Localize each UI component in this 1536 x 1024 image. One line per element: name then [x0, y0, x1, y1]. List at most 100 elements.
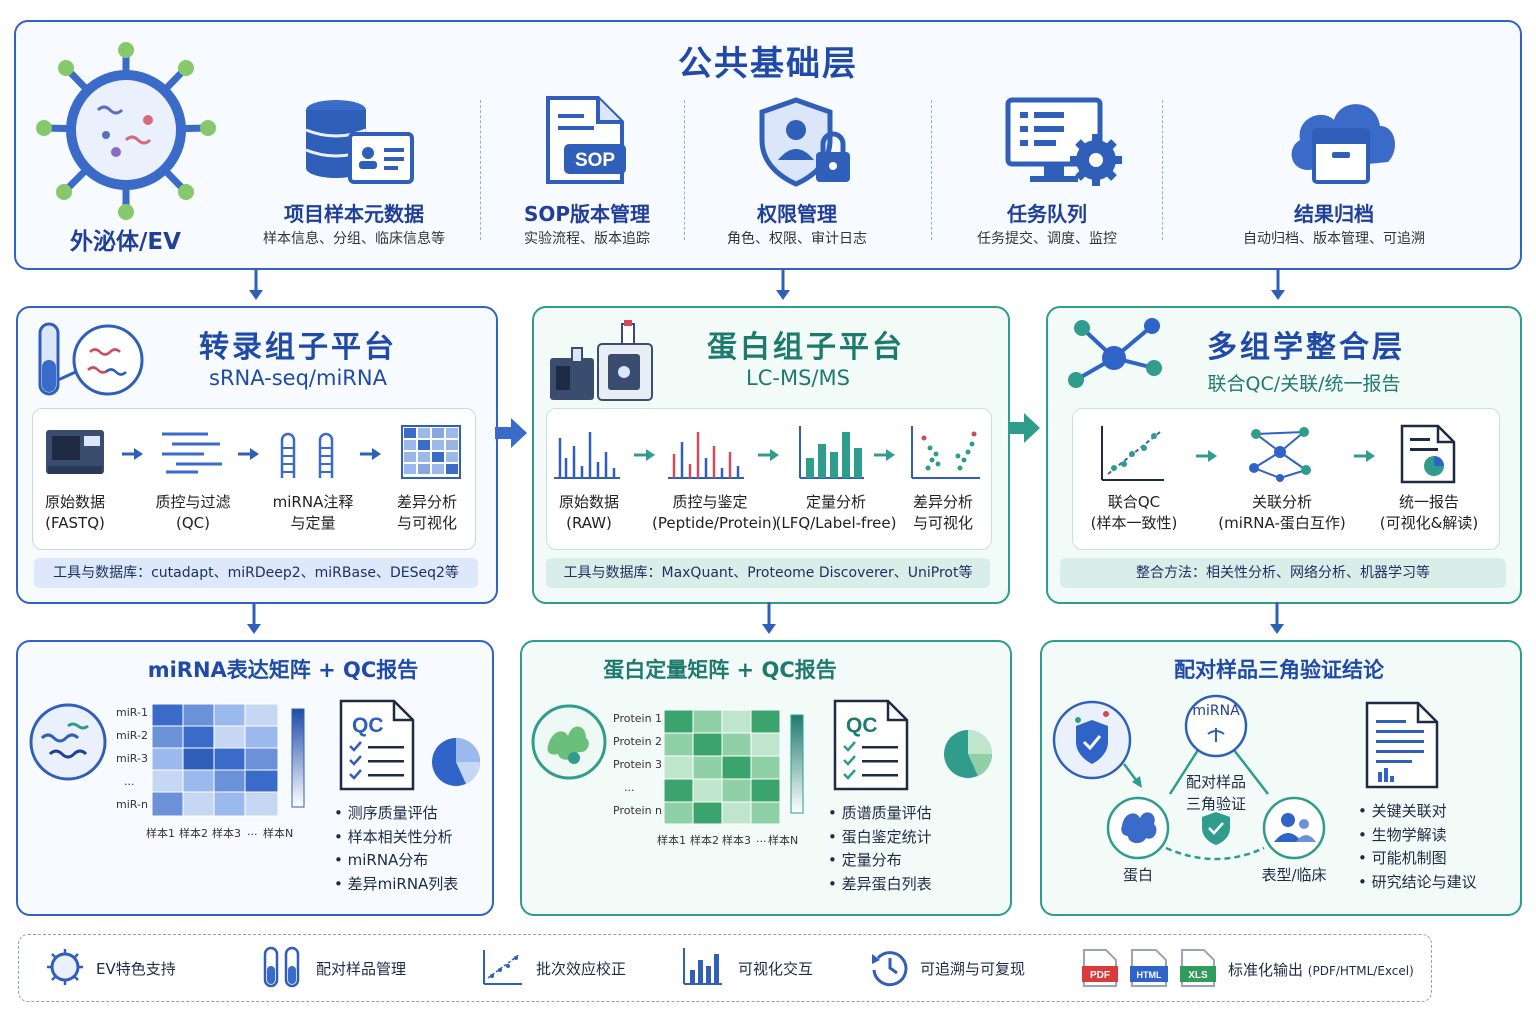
pipeline-step-label: 关联分析(miRNA-蛋白互作)	[1218, 493, 1346, 532]
integration-methods-bar: 整合方法：相关性分析、网络分析、机器学习等	[1060, 558, 1506, 588]
matrix-row-label: Protein 3	[613, 758, 663, 771]
ev-virus-icon	[36, 42, 216, 220]
matrix-col-label: 样本2	[179, 827, 208, 840]
component-title: SOP版本管理	[523, 202, 651, 226]
ev-icon	[47, 949, 83, 985]
component-title: 结果归档	[1294, 202, 1374, 226]
flow-arrow-down	[249, 268, 263, 300]
html-file-icon: HTML	[1130, 949, 1168, 987]
mirna-heatmap	[151, 703, 279, 817]
matrix-row-label: ...	[624, 781, 635, 794]
association-network-icon	[1249, 427, 1311, 482]
matrix-col-label: 样本1	[657, 834, 686, 847]
document-report-icon	[1365, 701, 1439, 789]
pie-chart-icon	[944, 730, 993, 778]
raw-spectrum-icon	[554, 432, 620, 479]
mirna-result-title: miRNA表达矩阵 + QC报告	[147, 658, 419, 682]
matrix-row-label: miR-1	[116, 706, 148, 719]
tubes-icon	[263, 946, 300, 988]
flow-arrow-down	[1270, 602, 1284, 634]
transcriptome-subtitle: sRNA-seq/miRNA	[209, 366, 387, 390]
matrix-row-label: Protein 2	[613, 735, 663, 748]
matrix-col-label: 样本1	[146, 827, 175, 840]
matrix-col-label: ...	[247, 825, 258, 838]
triangle-center-label: 配对样品三角验证	[1185, 773, 1246, 813]
protein-result-panel	[520, 640, 1012, 916]
transcriptome-title: 转录组子平台	[199, 330, 397, 365]
triangle-result-panel	[1040, 640, 1522, 916]
matrix-col-label: 样本3	[722, 834, 751, 847]
matrix-row-label: miR-2	[116, 729, 148, 742]
quant-bars-icon	[799, 426, 864, 479]
footer-item-label: EV特色支持	[96, 960, 176, 978]
step-arrow	[1354, 450, 1375, 462]
qc-badge-text: QC	[846, 714, 878, 737]
component-subtitle: 实验流程、版本追踪	[524, 231, 650, 247]
divider	[684, 100, 685, 240]
scatter-icon	[483, 950, 522, 985]
step-arrow	[238, 448, 259, 460]
flow-arrow-down	[762, 602, 776, 634]
color-scale-bar	[790, 714, 804, 814]
sequencer-icon	[46, 430, 104, 474]
component-subtitle: 样本信息、分组、临床信息等	[263, 231, 445, 247]
sop-document-icon: SOP	[546, 96, 626, 184]
bar-chart-icon	[683, 948, 722, 985]
color-scale-bar	[291, 708, 305, 808]
matrix-row-label: Protein 1	[613, 712, 663, 725]
pie-chart-icon	[432, 738, 481, 786]
mirna-hairpin-icon	[280, 432, 334, 478]
pdf-file-icon: PDF	[1082, 949, 1118, 987]
protein-heatmap	[663, 709, 781, 825]
matrix-col-label: 样本3	[212, 827, 241, 840]
diff-scatter-icon	[911, 426, 980, 479]
matrix-col-label: 样本N	[768, 834, 799, 847]
shield-lock-icon	[759, 97, 850, 187]
qc-checklist-icon: QC	[833, 699, 909, 791]
matrix-row-label: ...	[124, 775, 135, 788]
report-chart-icon	[1400, 424, 1456, 484]
component-subtitle: 角色、权限、审计日志	[727, 231, 867, 247]
mirna-result-bullets: • 测序质量评估 • 样本相关性分析 • miRNA分布 • 差异miRNA列表	[334, 804, 459, 893]
sop-badge-text: SOP	[575, 150, 615, 171]
network-nodes-icon	[1068, 318, 1162, 388]
node-mirna-label: miRNA	[1192, 703, 1240, 719]
component-title: 项目样本元数据	[284, 202, 424, 226]
transcriptome-tools-bar: 工具与数据库：cutadapt、miRDeep2、miRBase、DESeq2等	[34, 558, 478, 588]
footer-item-label: 可视化交互	[738, 960, 814, 978]
divider	[931, 100, 932, 240]
integration-subtitle: 联合QC/关联/统一报告	[1207, 373, 1401, 395]
matrix-row-label: Protein n	[613, 804, 663, 817]
step-arrow	[874, 449, 895, 461]
ev-label: 外泌体/EV	[70, 229, 181, 255]
qc-checklist-icon: QC	[339, 699, 415, 791]
proteome-tools-bar: 工具与数据库：MaxQuant、Proteome Discoverer、UniP…	[546, 558, 990, 588]
divider	[480, 100, 481, 240]
monitor-gear-icon	[1005, 97, 1122, 186]
footer-item-label: 可追溯与可复现	[920, 960, 1026, 978]
step-arrow	[122, 448, 143, 460]
flow-arrow-down	[1271, 268, 1285, 300]
platform-arrow-right	[1008, 413, 1040, 443]
node-phenotype-label: 表型/临床	[1261, 866, 1327, 884]
pipeline-step-label: 差异分析与可视化	[396, 493, 457, 532]
triangle-result-title: 配对样品三角验证结论	[1174, 658, 1384, 682]
identification-spectrum-icon	[668, 432, 744, 479]
xls-file-icon: XLS	[1180, 949, 1216, 987]
pipeline-step-label: 定量分析(LFQ/Label-free)	[775, 493, 897, 532]
matrix-col-label: 样本N	[263, 827, 294, 840]
foundation-title: 公共基础层	[678, 44, 858, 84]
step-arrow	[1196, 450, 1217, 462]
proteome-title: 蛋白组子平台	[707, 330, 905, 365]
footer-output-label: 标准化输出 (PDF/HTML/Excel)	[1228, 961, 1414, 979]
proteome-subtitle: LC-MS/MS	[746, 366, 850, 390]
heatmap-grid-icon	[401, 425, 461, 479]
matrix-col-label: 样本2	[690, 834, 719, 847]
component-subtitle: 自动归档、版本管理、可追溯	[1243, 231, 1425, 247]
component-title: 任务队列	[1007, 202, 1087, 226]
pdf-badge-text: PDF	[1090, 970, 1110, 981]
feature-footer	[18, 934, 1432, 1002]
footer-item-label: 批次效应校正	[536, 960, 627, 978]
triangle-validation-diagram	[1052, 694, 1326, 861]
joint-qc-scatter-icon	[1101, 426, 1164, 481]
